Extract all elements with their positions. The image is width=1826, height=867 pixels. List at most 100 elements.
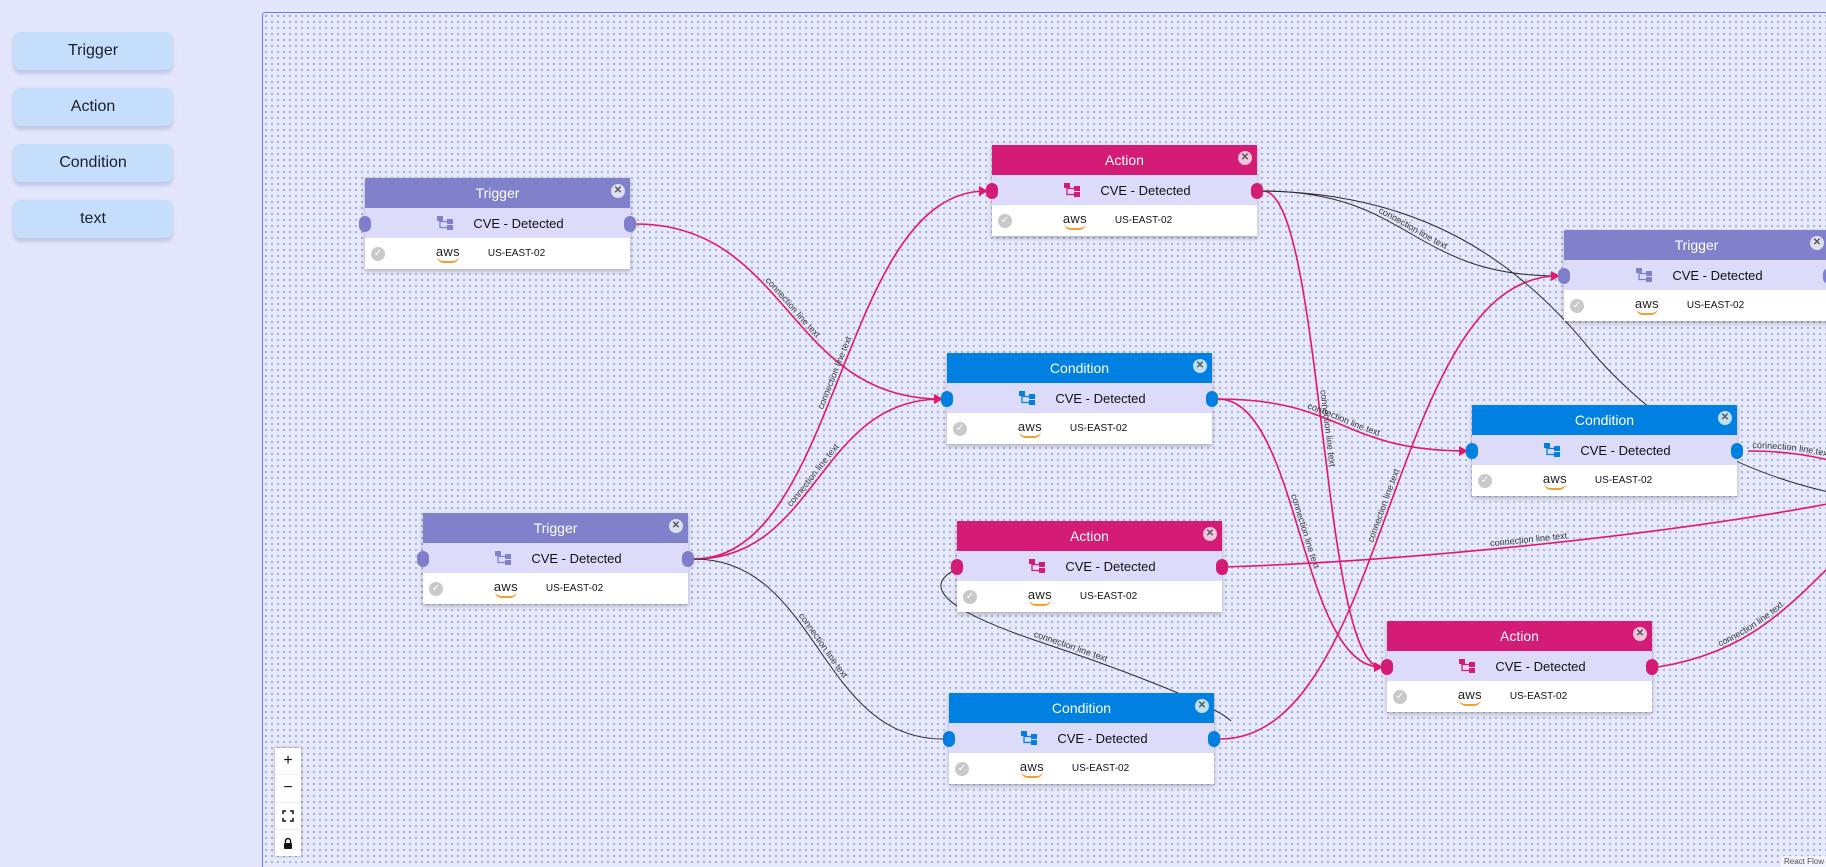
- connection-edge[interactable]: [1262, 190, 1826, 493]
- node-header[interactable]: Action ✕: [957, 521, 1222, 551]
- hierarchy-icon: [1636, 268, 1653, 282]
- edge-label-text: connection line text: [785, 441, 841, 508]
- connection-edge[interactable]: [1217, 398, 1468, 456]
- node-header[interactable]: Condition ✕: [947, 353, 1212, 383]
- palette-text-button[interactable]: text: [14, 200, 172, 238]
- output-handle[interactable]: [1206, 391, 1218, 407]
- provider-label: aws: [1017, 418, 1042, 434]
- connection-edge[interactable]: [1262, 190, 1383, 672]
- input-handle[interactable]: [1381, 659, 1393, 675]
- edge-label: connection line text: [815, 335, 853, 411]
- node-header[interactable]: Trigger ✕: [423, 513, 688, 543]
- input-handle[interactable]: [1558, 268, 1570, 284]
- close-icon[interactable]: ✕: [1195, 699, 1209, 713]
- node-header[interactable]: Trigger ✕: [1564, 230, 1826, 260]
- input-handle[interactable]: [359, 216, 371, 232]
- node-region: US-EAST-02: [1686, 300, 1745, 311]
- connection-edge[interactable]: [1747, 450, 1826, 461]
- input-handle[interactable]: [951, 559, 963, 575]
- hierarchy-icon: [437, 216, 454, 230]
- node-name: CVE - Detected: [1495, 658, 1586, 674]
- zoom-in-button[interactable]: +: [275, 748, 301, 776]
- palette-action-button[interactable]: Action: [14, 88, 172, 126]
- close-icon[interactable]: ✕: [1718, 411, 1732, 425]
- output-handle[interactable]: [624, 216, 636, 232]
- aws-smile: [436, 256, 459, 263]
- output-handle[interactable]: [1823, 268, 1826, 284]
- trigger-node[interactable]: Trigger ✕ CVE - Detected ✓ aws US-EAST-0…: [359, 178, 636, 269]
- palette-trigger-button[interactable]: Trigger: [14, 32, 172, 70]
- edge-label-text: connection line text: [1033, 629, 1110, 664]
- zoom-out-button[interactable]: −: [275, 775, 301, 803]
- close-icon[interactable]: ✕: [1633, 627, 1647, 641]
- input-handle[interactable]: [941, 391, 953, 407]
- node-region: US-EAST-02: [1071, 763, 1130, 774]
- connection-edge[interactable]: [1262, 190, 1559, 277]
- lock-button[interactable]: [275, 830, 301, 856]
- connection-edge[interactable]: [1222, 503, 1826, 568]
- close-icon[interactable]: ✕: [669, 519, 683, 533]
- close-icon[interactable]: ✕: [1203, 527, 1217, 541]
- edge-label-text: connection line text: [1306, 401, 1382, 438]
- condition-node[interactable]: Condition ✕ CVE - Detected ✓ aws US-EAST…: [941, 353, 1218, 444]
- output-handle[interactable]: [1646, 659, 1658, 675]
- node-region: US-EAST-02: [487, 248, 546, 259]
- input-handle[interactable]: [986, 183, 998, 199]
- node-header[interactable]: Action ✕: [992, 145, 1257, 175]
- aws-logo-icon: aws: [1458, 688, 1482, 706]
- connection-edge[interactable]: [1657, 563, 1826, 668]
- condition-node[interactable]: Condition ✕ CVE - Detected ✓ aws US-EAST…: [943, 693, 1220, 784]
- output-handle[interactable]: [1208, 731, 1220, 747]
- aws-smile: [1543, 483, 1566, 490]
- edge-label-text: connection line text: [815, 335, 853, 411]
- aws-logo-icon: aws: [494, 580, 518, 598]
- fit-view-icon: [282, 809, 294, 822]
- condition-node[interactable]: Condition ✕ CVE - Detected ✓ aws US-EAST…: [1466, 405, 1743, 496]
- output-handle[interactable]: [1731, 443, 1743, 459]
- fit-view-button[interactable]: [275, 803, 301, 830]
- node-title: Condition: [1051, 700, 1112, 716]
- node-provider-row: ✓ aws US-EAST-02: [1564, 290, 1826, 321]
- node-provider-row: ✓ aws US-EAST-02: [365, 238, 630, 269]
- aws-logo-icon: aws: [1063, 212, 1087, 230]
- action-node[interactable]: Action ✕ CVE - Detected ✓ aws US-EAST-02: [986, 145, 1263, 236]
- close-icon[interactable]: ✕: [1810, 236, 1824, 250]
- node-provider-row: ✓ aws US-EAST-02: [423, 573, 688, 604]
- connection-edge[interactable]: [635, 223, 943, 404]
- input-handle[interactable]: [1466, 443, 1478, 459]
- node-header[interactable]: Condition ✕: [1472, 405, 1737, 435]
- provider-label: aws: [1019, 758, 1044, 774]
- connection-edge[interactable]: [693, 186, 988, 560]
- trigger-node[interactable]: Trigger ✕ CVE - Detected ✓ aws US-EAST-0…: [1558, 230, 1826, 321]
- edge-label-text: connection line text: [1289, 493, 1322, 570]
- action-node[interactable]: Action ✕ CVE - Detected ✓ aws US-EAST-02: [951, 521, 1228, 612]
- connection-edge[interactable]: [1217, 398, 1383, 672]
- connection-edge[interactable]: [693, 558, 944, 740]
- palette-condition-label: Condition: [59, 154, 127, 171]
- node-header[interactable]: Condition ✕: [949, 693, 1214, 723]
- connection-edge[interactable]: [1219, 271, 1560, 740]
- trigger-node[interactable]: Trigger ✕ CVE - Detected ✓ aws US-EAST-0…: [417, 513, 694, 604]
- attribution[interactable]: React Flow: [1780, 856, 1826, 867]
- check-circle-icon: ✓: [955, 762, 969, 776]
- action-node[interactable]: Action ✕ CVE - Detected ✓ aws US-EAST-02: [1381, 621, 1658, 712]
- output-handle[interactable]: [1251, 183, 1263, 199]
- palette-condition-button[interactable]: Condition: [14, 144, 172, 182]
- connection-edge[interactable]: [693, 394, 943, 560]
- input-handle[interactable]: [943, 731, 955, 747]
- flow-canvas[interactable]: connection line text connection line text…: [262, 12, 1826, 867]
- provider-label: aws: [493, 578, 518, 594]
- edges-layer: connection line text connection line text…: [635, 186, 1826, 740]
- close-icon[interactable]: ✕: [1238, 151, 1252, 165]
- close-icon[interactable]: ✕: [1193, 359, 1207, 373]
- input-handle[interactable]: [417, 551, 429, 567]
- aws-smile: [494, 591, 517, 598]
- node-header[interactable]: Trigger ✕: [365, 178, 630, 208]
- node-header[interactable]: Action ✕: [1387, 621, 1652, 651]
- output-handle[interactable]: [682, 551, 694, 567]
- edge-label: connection line text: [1289, 493, 1322, 570]
- output-handle[interactable]: [1216, 559, 1228, 575]
- close-icon[interactable]: ✕: [611, 184, 625, 198]
- palette-action-label: Action: [70, 98, 116, 115]
- hierarchy-icon: [495, 551, 512, 565]
